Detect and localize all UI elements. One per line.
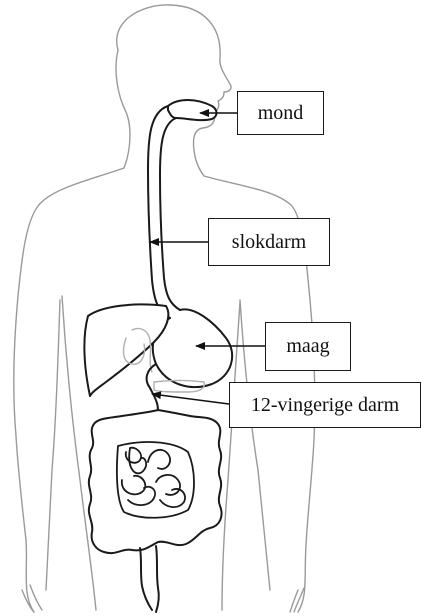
digestive-tract [84, 100, 232, 612]
esophagus [148, 106, 180, 318]
head-outline [117, 5, 231, 176]
left-inner-arm [46, 300, 60, 590]
label-esophagus: slokdarm [208, 218, 330, 266]
right-hand [290, 588, 304, 612]
large-intestine [89, 410, 222, 553]
pointer-darm [152, 394, 229, 404]
small-intestine [122, 448, 185, 507]
mouth-cavity [168, 100, 217, 120]
rectum [140, 546, 159, 612]
label-stomach: maag [265, 322, 351, 371]
neck-back [116, 50, 130, 168]
label-duodenum: 12-vingerige darm [229, 382, 421, 428]
label-mouth: mond [237, 91, 324, 135]
